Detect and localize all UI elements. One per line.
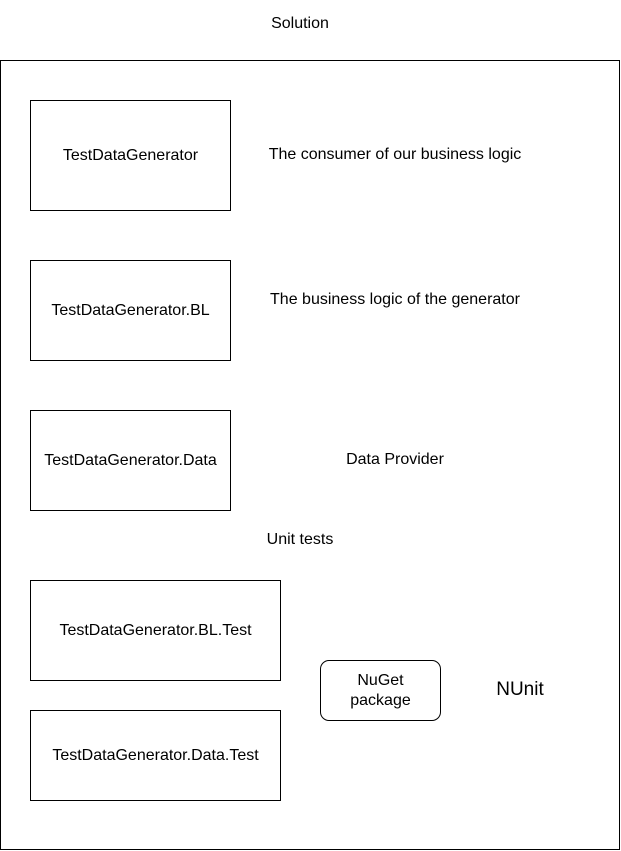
project-label-test-data-generator: TestDataGenerator [62,146,199,164]
nuget-package-box[interactable]: NuGet package [320,660,441,721]
project-box-bl[interactable]: TestDataGenerator.BL [30,260,231,361]
description-business-logic: The business logic of the generator [270,291,520,308]
description-data-provider: Data Provider [346,451,444,468]
solution-container [0,60,620,850]
project-box-bl-test[interactable]: TestDataGenerator.BL.Test [30,580,281,681]
project-label-data: TestDataGenerator.Data [44,451,217,469]
unit-tests-label: Unit tests [266,531,334,548]
project-label-bl-test: TestDataGenerator.BL.Test [59,621,252,639]
solution-title: Solution [271,15,329,32]
nunit-label: NUnit [496,679,544,700]
description-consumer: The consumer of our business logic [268,146,522,163]
nuget-label-line2: package [350,691,411,709]
project-label-data-test: TestDataGenerator.Data.Test [52,746,259,764]
project-box-data-test[interactable]: TestDataGenerator.Data.Test [30,710,281,801]
project-box-data[interactable]: TestDataGenerator.Data [30,410,231,511]
nuget-label-line1: NuGet [357,671,404,689]
project-box-test-data-generator[interactable]: TestDataGenerator [30,100,231,211]
project-label-bl: TestDataGenerator.BL [51,301,210,319]
